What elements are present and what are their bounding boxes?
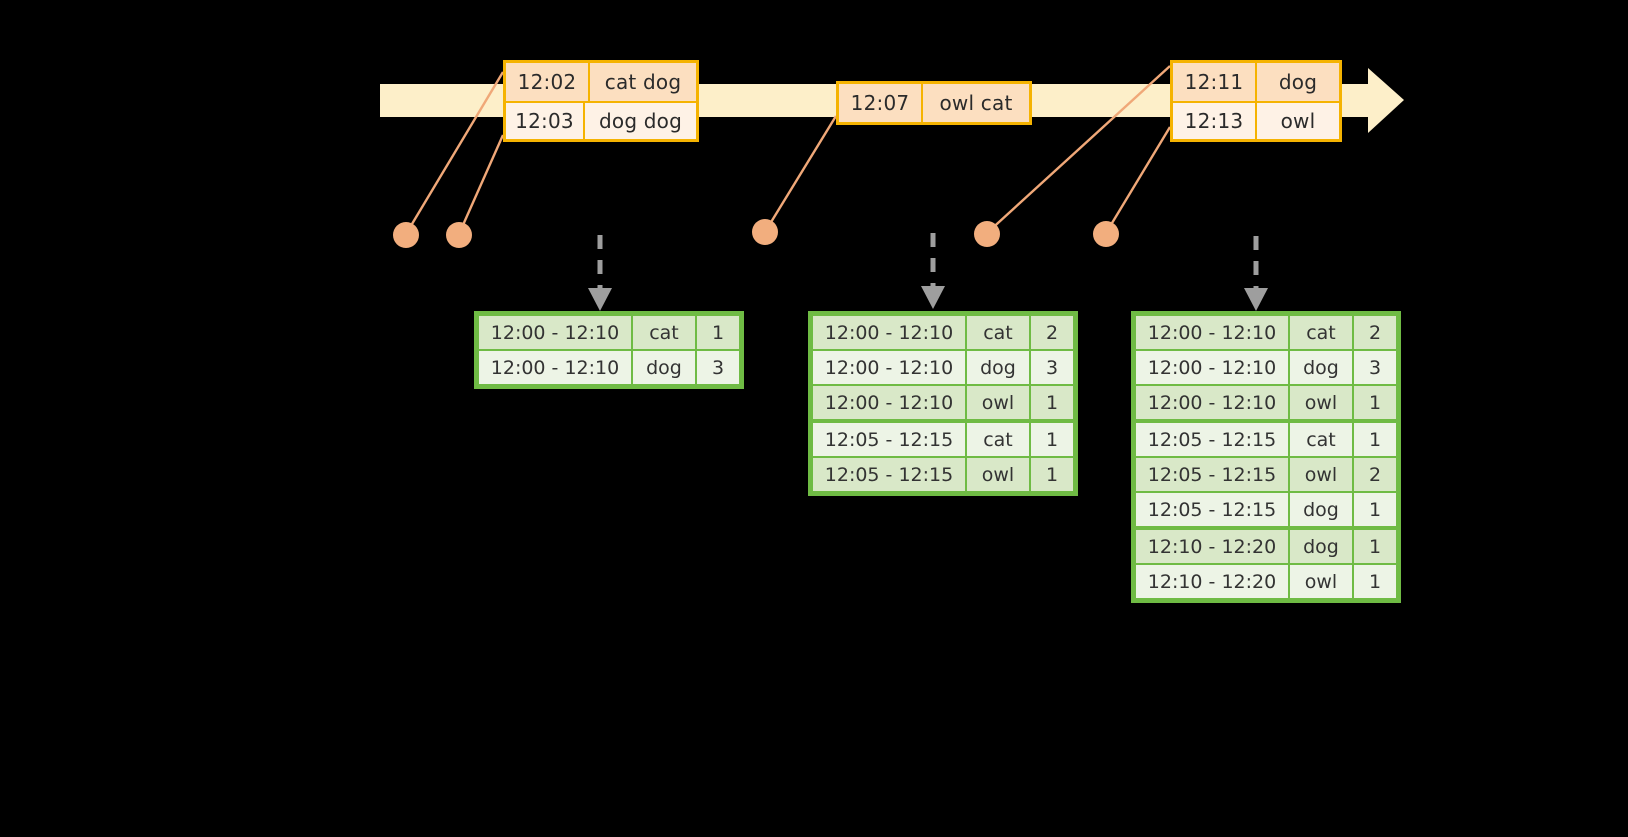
event-payload: dog xyxy=(1257,63,1339,101)
key-cell: owl xyxy=(1290,458,1352,491)
event-box-1[interactable]: 12:02 cat dog 12:03 dog dog xyxy=(503,60,699,142)
window-cell: 12:05 - 12:15 xyxy=(1136,458,1288,491)
count-cell: 1 xyxy=(1031,386,1073,419)
count-cell: 1 xyxy=(1031,423,1073,456)
event-time: 12:02 xyxy=(506,63,590,101)
event-dot xyxy=(446,222,472,248)
event-dot xyxy=(1093,221,1119,247)
event-payload: owl cat xyxy=(923,84,1029,122)
event-time: 12:03 xyxy=(506,103,585,139)
window-cell: 12:05 - 12:15 xyxy=(813,458,965,491)
event-row[interactable]: 12:03 dog dog xyxy=(506,101,696,139)
event-row[interactable]: 12:11 dog xyxy=(1173,63,1339,101)
window-cell: 12:10 - 12:20 xyxy=(1136,530,1288,563)
window-cell: 12:05 - 12:15 xyxy=(1136,493,1288,526)
event-box-3[interactable]: 12:11 dog 12:13 owl xyxy=(1170,60,1342,142)
emit-arrowhead-2 xyxy=(921,286,945,309)
window-cell: 12:10 - 12:20 xyxy=(1136,565,1288,598)
count-cell: 2 xyxy=(1354,458,1396,491)
event-dot xyxy=(393,222,419,248)
count-cell: 1 xyxy=(697,316,739,349)
window-cell: 12:05 - 12:15 xyxy=(813,423,965,456)
key-cell: dog xyxy=(1290,493,1352,526)
key-cell: cat xyxy=(1290,316,1352,349)
window-cell: 12:00 - 12:10 xyxy=(813,316,965,349)
key-cell: dog xyxy=(1290,351,1352,384)
key-cell: dog xyxy=(633,351,695,384)
window-cell: 12:00 - 12:10 xyxy=(1136,386,1288,419)
key-cell: cat xyxy=(633,316,695,349)
event-dot xyxy=(752,219,778,245)
count-cell: 1 xyxy=(1354,565,1396,598)
event-row[interactable]: 12:07 owl cat xyxy=(839,84,1029,122)
key-cell: owl xyxy=(967,458,1029,491)
event-row[interactable]: 12:02 cat dog xyxy=(506,63,696,101)
count-cell: 1 xyxy=(1354,493,1396,526)
window-cell: 12:00 - 12:10 xyxy=(1136,316,1288,349)
event-time: 12:07 xyxy=(839,84,923,122)
count-cell: 2 xyxy=(1354,316,1396,349)
emit-arrowhead-3 xyxy=(1244,288,1268,311)
count-cell: 3 xyxy=(1031,351,1073,384)
count-cell: 1 xyxy=(1031,458,1073,491)
count-cell: 1 xyxy=(1354,423,1396,456)
count-cell: 1 xyxy=(1354,530,1396,563)
event-box-2[interactable]: 12:07 owl cat xyxy=(836,81,1032,125)
count-cell: 3 xyxy=(1354,351,1396,384)
key-cell: owl xyxy=(967,386,1029,419)
emit-arrowhead-1 xyxy=(588,288,612,311)
count-cell: 1 xyxy=(1354,386,1396,419)
window-cell: 12:00 - 12:10 xyxy=(1136,351,1288,384)
key-cell: owl xyxy=(1290,386,1352,419)
event-time: 12:13 xyxy=(1173,103,1257,139)
window-cell: 12:00 - 12:10 xyxy=(479,351,631,384)
event-payload: dog dog xyxy=(584,103,696,139)
event-payload: cat dog xyxy=(590,63,696,101)
window-cell: 12:00 - 12:10 xyxy=(813,351,965,384)
key-cell: dog xyxy=(1290,530,1352,563)
key-cell: owl xyxy=(1290,565,1352,598)
emit-arrowheads xyxy=(588,286,1268,311)
event-dots xyxy=(393,219,1119,248)
emit-arrows xyxy=(597,233,1259,290)
window-cell: 12:00 - 12:10 xyxy=(479,316,631,349)
event-payload: owl xyxy=(1257,103,1339,139)
event-time: 12:11 xyxy=(1173,63,1257,101)
key-cell: cat xyxy=(1290,423,1352,456)
event-row[interactable]: 12:13 owl xyxy=(1173,101,1339,139)
count-cell: 2 xyxy=(1031,316,1073,349)
window-cell: 12:05 - 12:15 xyxy=(1136,423,1288,456)
key-cell: dog xyxy=(967,351,1029,384)
event-dot xyxy=(974,221,1000,247)
window-cell: 12:00 - 12:10 xyxy=(813,386,965,419)
count-cell: 3 xyxy=(697,351,739,384)
key-cell: cat xyxy=(967,316,1029,349)
key-cell: cat xyxy=(967,423,1029,456)
